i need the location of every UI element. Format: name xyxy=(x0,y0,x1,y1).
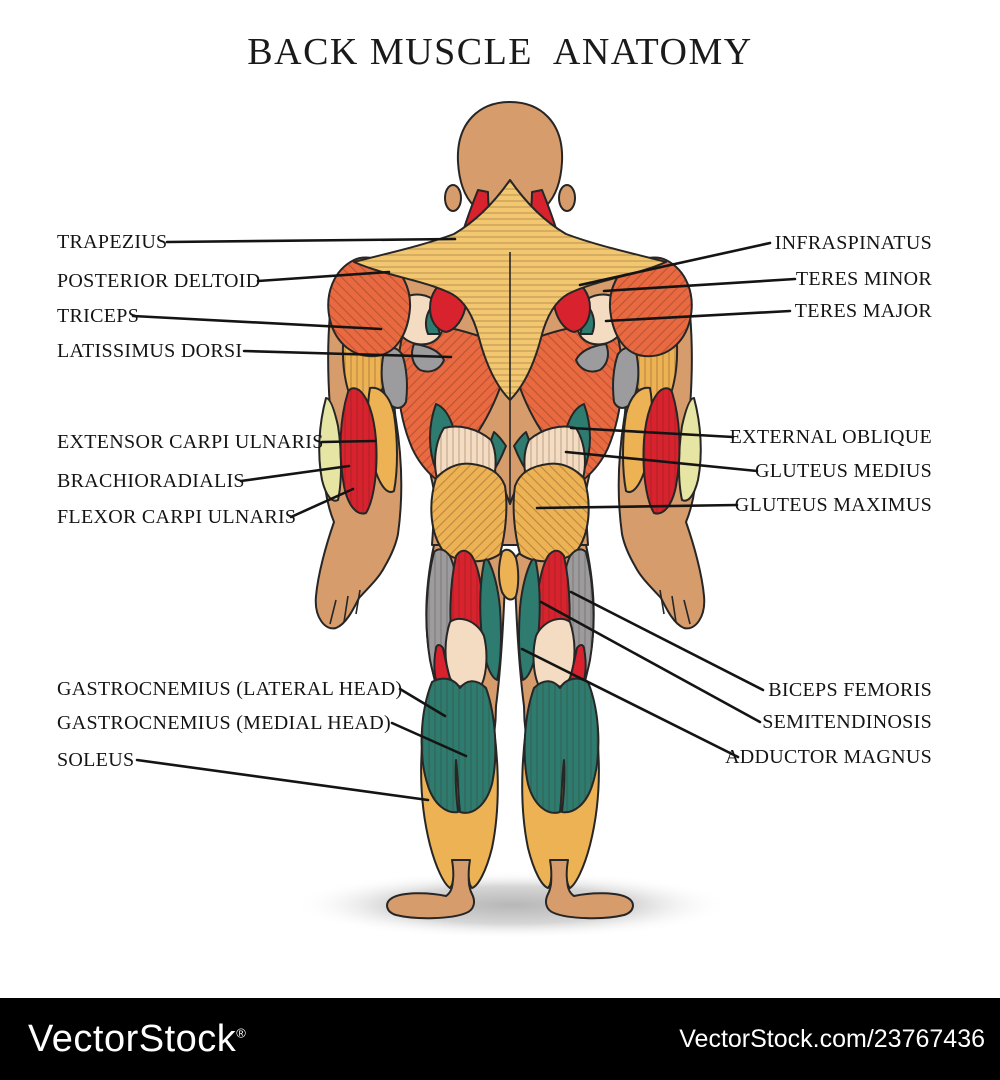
leader-line-semitendinosis xyxy=(539,600,762,724)
leader-line-triceps xyxy=(131,314,383,331)
extensor-strip-right-shape xyxy=(678,397,702,502)
extensor-strip-left-shape xyxy=(318,397,342,502)
label-teres-minor: TERES MINOR xyxy=(795,268,932,290)
leader-line-brachioradialis xyxy=(239,464,351,483)
label-external-oblique: EXTERNAL OBLIQUE xyxy=(729,426,932,448)
label-trapezius: TRAPEZIUS xyxy=(57,231,168,253)
leader-line-external-oblique xyxy=(569,426,735,439)
scapula-gray-right-shape xyxy=(575,343,609,373)
right-ear xyxy=(558,184,576,212)
leader-line-adductor-magnus xyxy=(520,647,740,759)
adductor-center-shape xyxy=(498,548,520,601)
leader-line-posterior-deltoid xyxy=(256,270,391,283)
triceps-lateral-left-shape xyxy=(380,346,408,409)
leader-lines xyxy=(131,237,797,802)
leader-line-gluteus-medius xyxy=(564,450,759,473)
label-gluteus-medius: GLUTEUS MEDIUS xyxy=(755,460,932,482)
label-gastrocnemius-medial: GASTROCNEMIUS (MEDIAL HEAD) xyxy=(57,712,392,734)
leader-line-gluteus-maximus xyxy=(535,503,739,510)
leader-line-gastrocnemius-lateral xyxy=(398,687,447,718)
popliteal-right-shape xyxy=(532,617,576,690)
left-ear xyxy=(444,184,462,212)
label-gastrocnemius-lateral: GASTROCNEMIUS (LATERAL HEAD) xyxy=(57,678,403,700)
label-triceps: TRICEPS xyxy=(57,305,140,327)
leader-line-biceps-femoris xyxy=(569,590,765,692)
label-semitendinosis: SEMITENDINOSIS xyxy=(762,711,932,733)
leader-line-gastrocnemius-medial xyxy=(390,721,468,758)
leader-line-infraspinatus xyxy=(578,241,772,287)
page-title: BACK MUSCLE ANATOMY xyxy=(247,31,753,73)
scapula-gray-left-shape xyxy=(411,343,445,373)
label-latissimus-dorsi: LATISSIMUS DORSI xyxy=(57,340,243,362)
leader-line-latissimus-dorsi xyxy=(242,349,453,359)
registered-mark: ® xyxy=(236,1024,247,1040)
popliteal-left-shape xyxy=(444,617,488,690)
watermark-bar: VectorStock® VectorStock.com/23767436 xyxy=(0,998,1000,1080)
leader-line-teres-major xyxy=(604,309,792,323)
label-flexor-carpi-ulnaris: FLEXOR CARPI ULNARIS xyxy=(57,506,297,528)
leader-line-soleus xyxy=(135,758,430,802)
label-soleus: SOLEUS xyxy=(57,749,135,771)
label-brachioradialis: BRACHIORADIALIS xyxy=(57,470,245,492)
label-biceps-femoris: BICEPS FEMORIS xyxy=(768,679,932,701)
label-adductor-magnus: ADDUCTOR MAGNUS xyxy=(725,746,932,768)
finger-lines xyxy=(329,589,691,625)
label-posterior-deltoid: POSTERIOR DELTOID xyxy=(57,270,261,292)
leader-line-trapezius xyxy=(165,237,457,244)
leader-line-teres-minor xyxy=(602,277,797,293)
leader-line-flexor-carpi-ulnaris xyxy=(289,487,355,519)
label-teres-major: TERES MAJOR xyxy=(794,300,932,322)
watermark-credit: VectorStock.com/23767436 xyxy=(679,1024,985,1053)
leader-line-extensor-carpi-ulnaris xyxy=(320,439,377,444)
label-extensor-carpi-ulnaris: EXTENSOR CARPI ULNARIS xyxy=(57,431,324,453)
triceps-lateral-right-shape xyxy=(612,346,640,409)
watermark-brand: VectorStock® xyxy=(28,1017,247,1060)
ground-shadow xyxy=(292,871,732,939)
label-infraspinatus: INFRASPINATUS xyxy=(774,232,932,254)
label-gluteus-maximus: GLUTEUS MAXIMUS xyxy=(734,494,932,516)
